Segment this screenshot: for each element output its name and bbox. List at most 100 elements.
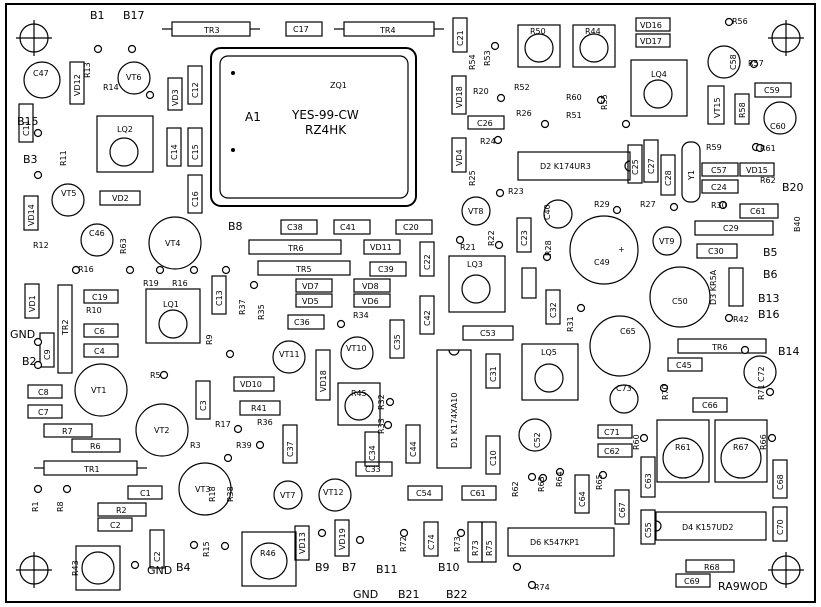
via-pads [33,17,777,590]
svg-text:R22: R22 [487,230,496,246]
svg-text:C60: C60 [770,122,786,131]
svg-text:R75: R75 [485,540,494,556]
transistor-vt4: VT4 [148,216,202,270]
svg-text:C38: C38 [287,223,303,232]
svg-text:R73: R73 [453,536,462,552]
small-components-horizontal: C17 VD2 C38 C41 C20 VD11 C39 VD7 VD5 VD8… [27,17,792,588]
svg-text:R18: R18 [208,486,217,502]
svg-text:C46: C46 [89,229,105,238]
trimmer-r44: R44 [572,24,616,68]
transistor-vt15: VT15 [707,85,725,125]
svg-text:VD3: VD3 [171,89,180,106]
crystal-block-label: A1 [245,110,261,124]
transistor-vt6: VT6 [117,61,151,95]
svg-text:R56: R56 [732,17,748,26]
svg-text:C31: C31 [489,366,498,382]
svg-text:C2: C2 [153,551,162,562]
svg-text:R12: R12 [33,241,49,250]
svg-text:LQ1: LQ1 [163,300,179,309]
pin-b20: B20 [782,181,804,194]
ic-d2-label: D2 K174UR3 [540,162,591,171]
svg-text:C65: C65 [620,327,636,336]
pin-b16: B16 [758,308,780,321]
svg-text:VD18: VD18 [455,86,464,108]
svg-text:R33: R33 [377,418,386,434]
svg-text:C10: C10 [489,450,498,466]
transformer-tr6-right: TR6 [677,338,767,354]
svg-text:VT15: VT15 [713,97,722,118]
svg-text:VD19: VD19 [338,528,347,550]
svg-text:C16: C16 [191,191,200,207]
svg-text:R36: R36 [257,418,273,427]
tr5-label: TR5 [295,265,312,274]
coil-lq4: LQ4 [630,59,688,117]
svg-text:R44: R44 [585,27,601,36]
transformer-tr2: TR2 [57,284,73,374]
pin-b21: B21 [398,588,420,601]
svg-text:R8: R8 [56,501,65,512]
svg-text:C26: C26 [477,119,493,128]
svg-text:VD10: VD10 [240,380,262,389]
svg-text:VD15: VD15 [746,166,768,175]
svg-text:C71: C71 [604,428,620,437]
svg-text:R16: R16 [172,279,188,288]
svg-text:R35: R35 [257,304,266,320]
svg-text:R13: R13 [83,62,92,78]
capacitor-c50: C50 [649,266,711,328]
svg-text:C69: C69 [684,577,700,586]
svg-text:C40: C40 [543,204,552,220]
pin-b40: B40 [793,216,802,232]
ic-d1-label: D1 K174XA10 [450,393,459,448]
svg-text:VT2: VT2 [154,426,169,435]
svg-text:C67: C67 [618,502,627,518]
ic-d4: D4 K157UD2 [655,511,767,541]
svg-text:R31: R31 [566,316,575,332]
svg-text:R32: R32 [377,394,386,410]
svg-text:C61: C61 [470,489,486,498]
svg-text:C7: C7 [38,408,49,417]
capacitor-c49: C49+ [569,215,639,285]
svg-text:VD8: VD8 [362,282,379,291]
svg-text:R63: R63 [119,238,128,254]
pin-b6: B6 [763,268,778,281]
svg-text:VD12: VD12 [73,74,82,96]
svg-text:R61: R61 [760,144,776,153]
pin-b1: B1 [90,9,105,22]
svg-text:VD4: VD4 [455,149,464,166]
svg-text:R64: R64 [555,471,564,487]
svg-text:VD18: VD18 [319,370,328,392]
capacitor-c40: C40 [543,199,573,229]
svg-text:C39: C39 [378,265,394,274]
svg-text:C35: C35 [393,334,402,350]
svg-text:R65: R65 [595,474,604,490]
transformer-tr5-upper: TR6 [248,239,342,255]
svg-text:R45: R45 [351,389,367,398]
svg-text:C37: C37 [286,441,295,457]
svg-text:R50: R50 [530,27,546,36]
ic-d1: D1 K174XA10 [436,349,472,469]
coil-lq2: LQ2 [96,115,154,173]
transistor-vt1: VT1 [74,363,128,417]
coil-lq5: LQ5 [521,343,579,401]
svg-text:R57: R57 [748,59,764,68]
pin-b4: B4 [176,561,191,574]
ic-d6: D6 K547KP1 [507,527,615,557]
tr6-label-b: TR6 [711,343,728,352]
svg-text:C58: C58 [729,54,738,70]
svg-text:C44: C44 [409,441,418,457]
svg-text:C9: C9 [43,349,52,360]
svg-text:C50: C50 [672,297,688,306]
transistor-vt9: VT9 [652,226,682,256]
mounting-hole-top-right [768,20,804,56]
pin-gnd-bottom: GND [353,588,378,601]
svg-text:R28: R28 [544,240,553,256]
svg-text:C33: C33 [365,465,381,474]
trimmer-r43: R43 [71,545,121,591]
transistor-vt11: VT11 [272,340,306,374]
crystal-ref-label: ZQ1 [330,81,347,90]
svg-text:R70: R70 [661,384,670,400]
svg-text:R25: R25 [468,170,477,186]
board-outline [5,3,816,603]
transformer-tr5-lower: TR5 [257,260,351,276]
svg-text:R26: R26 [516,109,532,118]
